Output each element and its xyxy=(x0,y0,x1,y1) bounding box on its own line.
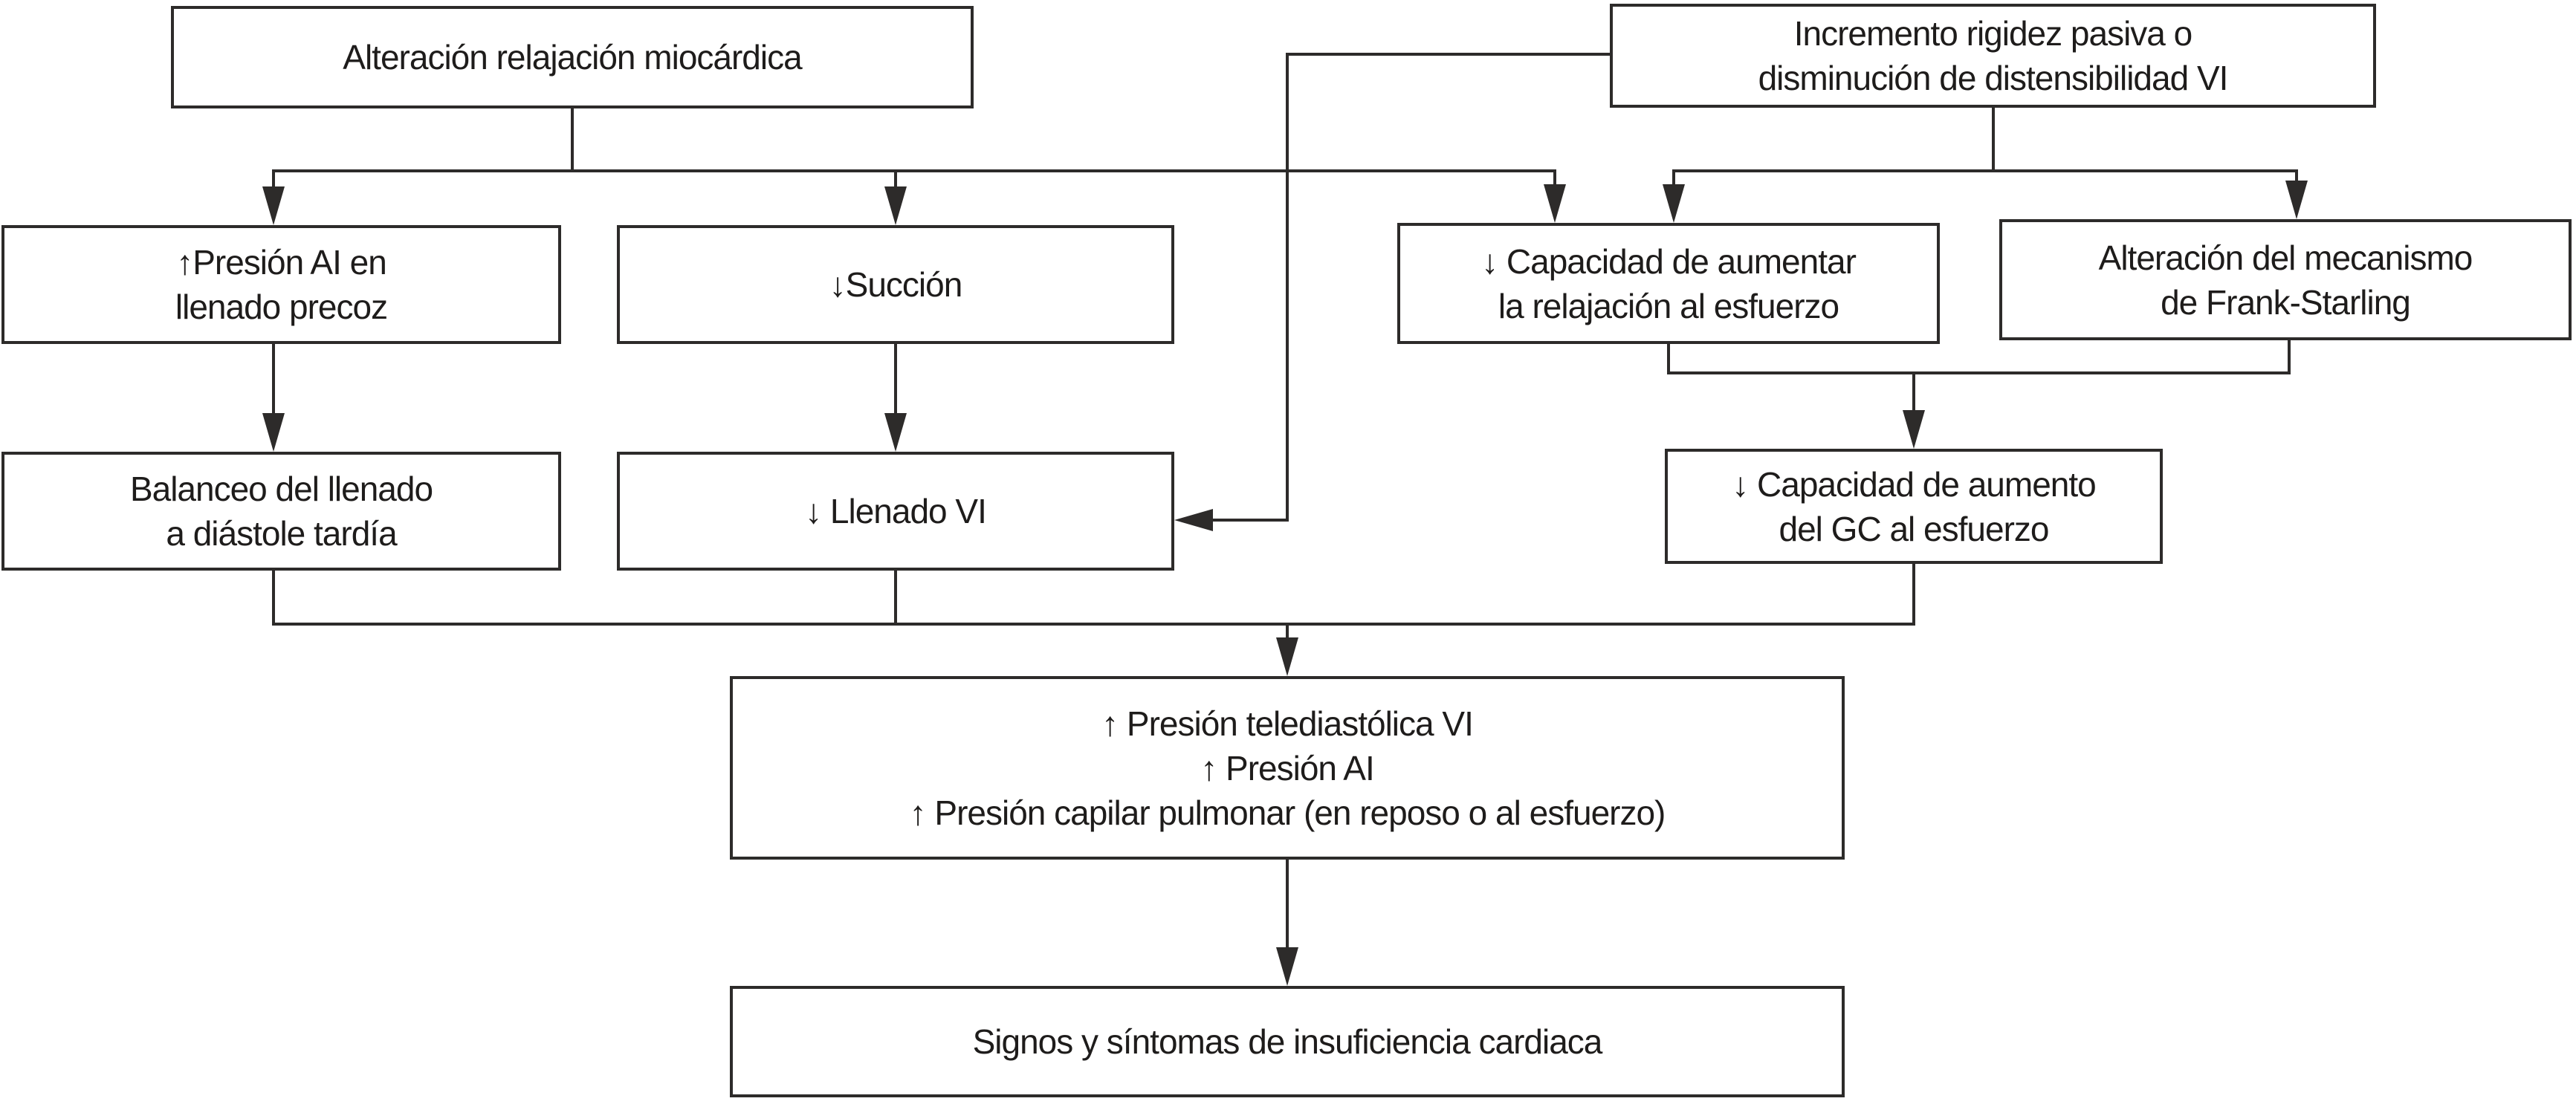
box-label: Incremento rigidez pasiva o xyxy=(1793,14,2193,53)
arrowhead-down-icon xyxy=(884,413,907,452)
arrowhead-down-icon xyxy=(884,186,907,225)
box-signos-sintomas: Signos y síntomas de insuficiencia cardi… xyxy=(730,986,1845,1097)
connector-line xyxy=(1286,53,1289,522)
box-llenado-vi: ↓ Llenado VI xyxy=(617,452,1174,571)
connector-line xyxy=(272,623,1915,626)
connector-line xyxy=(1992,108,1995,172)
connector-line xyxy=(1667,371,2291,374)
connector-line xyxy=(272,344,275,418)
connector-line xyxy=(1912,371,1915,415)
connector-line xyxy=(894,344,897,418)
box-succion: ↓Succión xyxy=(617,225,1174,344)
box-incremento-rigidez-pasiva: Incremento rigidez pasiva o disminución … xyxy=(1610,4,2376,108)
arrowhead-down-icon xyxy=(1276,947,1298,986)
box-label: de Frank-Starling xyxy=(2161,282,2411,322)
box-label: llenado precoz xyxy=(175,288,388,326)
box-capacidad-aumentar-relajacion: ↓ Capacidad de aumentar la relajación al… xyxy=(1397,223,1940,344)
box-label: Balanceo del llenado xyxy=(129,470,433,508)
connector-line xyxy=(272,169,275,193)
connector-line xyxy=(1667,344,1670,374)
box-label: del GC al esfuerzo xyxy=(1779,509,2050,548)
connector-line xyxy=(2295,169,2298,186)
connector-line xyxy=(272,169,1556,172)
box-presiones-elevadas: ↑ Presión telediastólica VI ↑ Presión AI… xyxy=(730,676,1845,860)
box-capacidad-aumento-gc: ↓ Capacidad de aumento del GC al esfuerz… xyxy=(1665,449,2163,564)
connector-line xyxy=(1912,564,1915,626)
connector-line xyxy=(1286,53,1610,56)
connector-line xyxy=(1553,169,1556,190)
box-label: ↑ Presión AI xyxy=(1200,748,1374,788)
arrowhead-down-icon xyxy=(262,186,285,225)
connector-line xyxy=(2288,340,2291,374)
box-label: ↑Presión AI en xyxy=(176,243,387,282)
arrowhead-down-icon xyxy=(262,413,285,452)
box-label: ↓ Capacidad de aumentar xyxy=(1481,241,1857,281)
connector-line xyxy=(1286,623,1289,643)
connector-line xyxy=(894,571,897,626)
box-label: Signos y síntomas de insuficiencia cardi… xyxy=(972,1022,1603,1061)
box-label: ↓Succión xyxy=(829,265,963,304)
connector-line xyxy=(1286,860,1289,950)
arrowhead-down-icon xyxy=(1276,637,1298,676)
arrowhead-down-icon xyxy=(2285,181,2308,219)
box-label: Alteración del mecanismo xyxy=(2098,238,2473,277)
box-label: la relajación al esfuerzo xyxy=(1498,286,1839,325)
box-label: ↑ Presión telediastólica VI xyxy=(1101,704,1474,743)
arrowhead-down-icon xyxy=(1544,184,1566,223)
arrowhead-left-icon xyxy=(1174,509,1213,531)
arrowhead-down-icon xyxy=(1903,410,1925,449)
box-label: ↑ Presión capilar pulmonar (en reposo o … xyxy=(909,793,1666,832)
box-alteracion-frank-starling: Alteración del mecanismo de Frank-Starli… xyxy=(1999,219,2572,340)
box-label: a diástole tardía xyxy=(166,514,397,553)
box-label: ↓ Capacidad de aumento xyxy=(1732,464,2096,504)
connector-line xyxy=(1672,169,2298,172)
connector-line xyxy=(272,571,275,626)
connector-line xyxy=(894,169,897,193)
box-label: disminución de distensibilidad VI xyxy=(1758,59,2229,97)
connector-line xyxy=(1672,169,1675,190)
box-label: Alteración relajación miocárdica xyxy=(343,38,802,77)
connector-line xyxy=(571,108,574,172)
arrowhead-down-icon xyxy=(1663,184,1685,223)
box-presion-ai-llenado-precoz: ↑Presión AI en llenado precoz xyxy=(1,225,561,344)
box-alteracion-relajacion-miocardica: Alteración relajación miocárdica xyxy=(171,6,974,108)
box-balanceo-llenado: Balanceo del llenado a diástole tardía xyxy=(1,452,561,571)
box-label: ↓ Llenado VI xyxy=(805,492,987,530)
connector-line xyxy=(1208,519,1289,522)
